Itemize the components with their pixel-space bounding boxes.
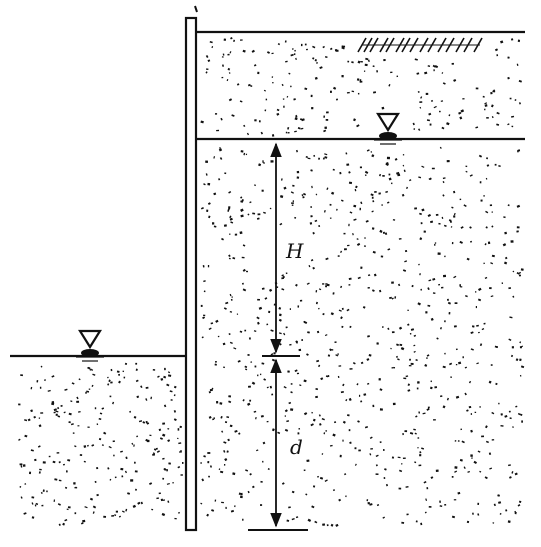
sheet-pile-wall	[184, 5, 198, 532]
water-table-triangle-icon	[76, 329, 104, 362]
dimension-d: d	[270, 358, 303, 528]
soil-stipple-left	[18, 362, 184, 526]
label-H: H	[285, 239, 304, 263]
dimension-H: H	[270, 142, 304, 354]
soil-stipple-right	[200, 36, 525, 527]
label-d: d	[290, 435, 303, 459]
ground-hatch-icon	[357, 37, 483, 53]
water-table-triangle-icon	[374, 112, 402, 145]
